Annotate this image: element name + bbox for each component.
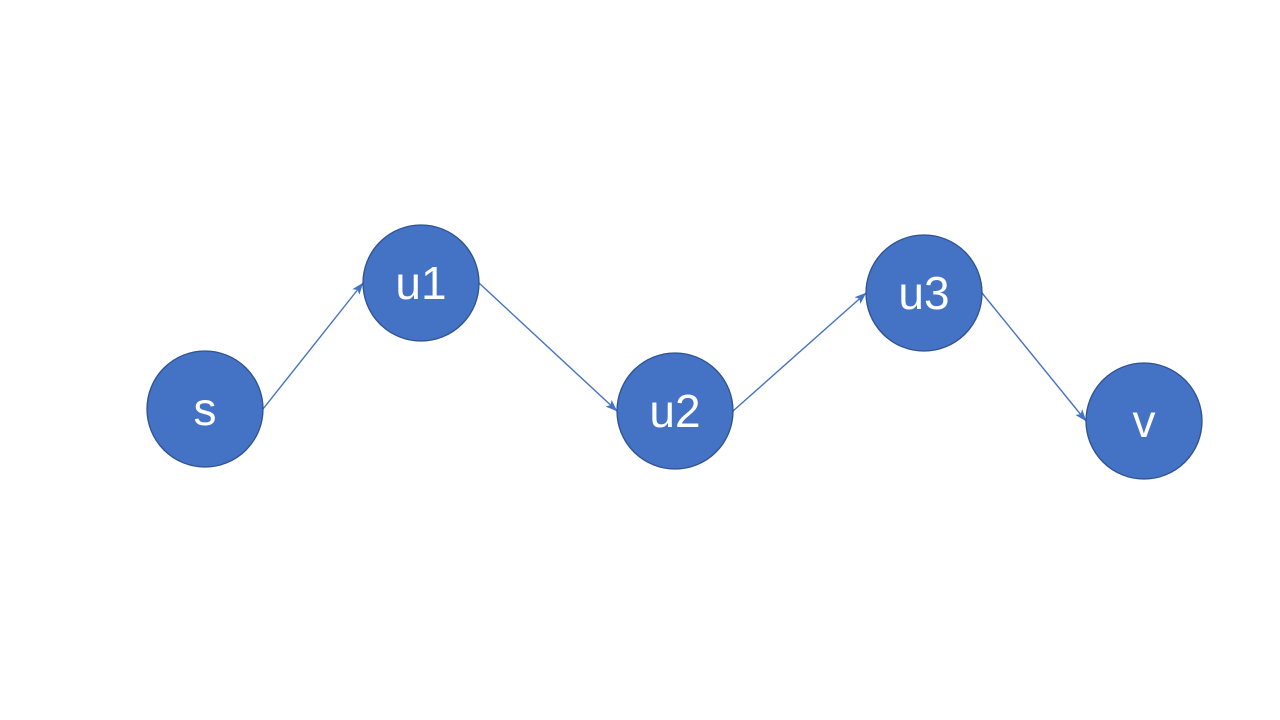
- node-v: v: [1085, 362, 1203, 480]
- edge-u3-v: [981, 292, 1087, 422]
- node-u2: u2: [616, 352, 734, 470]
- node-circle-u3: [865, 234, 983, 352]
- node-u3: u3: [865, 234, 983, 352]
- node-circle-v: [1085, 362, 1203, 480]
- edge-s-u1: [262, 282, 364, 410]
- node-circle-u1: [362, 224, 480, 342]
- node-circle-u2: [616, 352, 734, 470]
- node-u1: u1: [362, 224, 480, 342]
- edge-u2-u3: [732, 292, 867, 412]
- edge-u1-u2: [478, 282, 618, 412]
- node-circle-s: [146, 350, 264, 468]
- node-s: s: [146, 350, 264, 468]
